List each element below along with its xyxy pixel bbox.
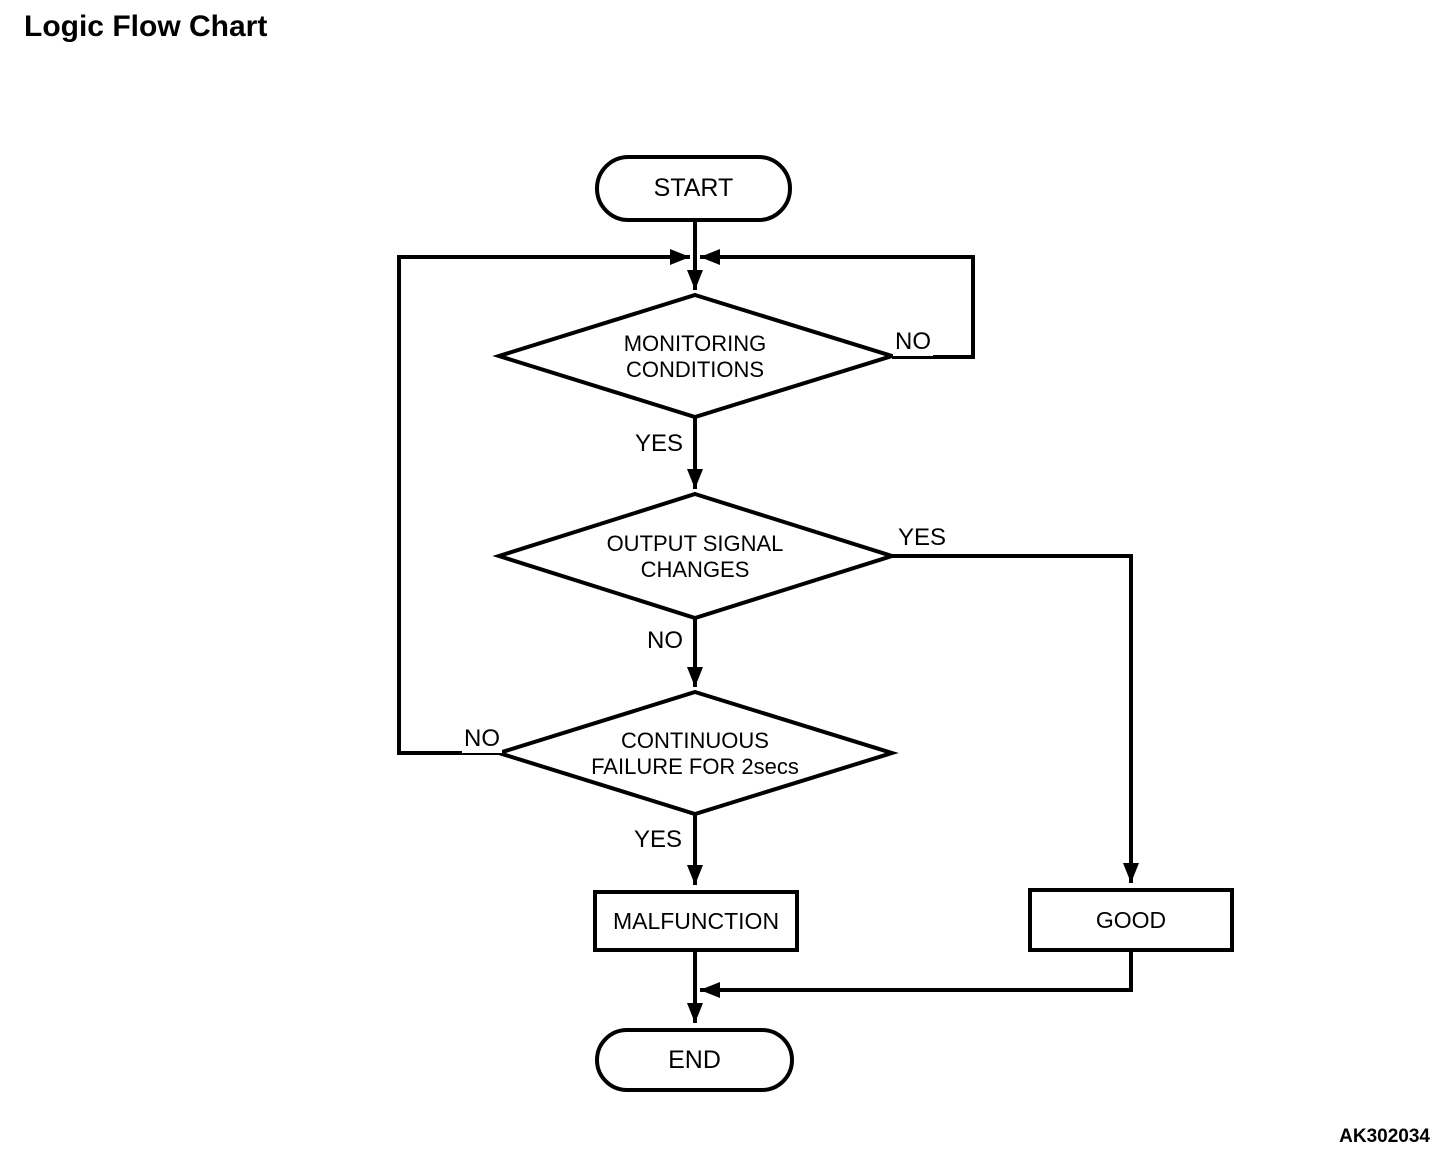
decision-monitoring-conditions-label: MONITORING CONDITIONS — [623, 331, 767, 382]
node-end-label: END — [668, 1045, 721, 1074]
node-start-label: START — [653, 174, 734, 202]
edge-label-output-yes: YES — [895, 524, 949, 552]
edge-label-continuous-no: NO — [462, 725, 502, 753]
node-malfunction: MALFUNCTION — [593, 890, 799, 952]
edge-label-continuous-yes: YES — [631, 826, 685, 854]
edge-output-yes — [892, 554, 1139, 883]
node-good-label: GOOD — [1095, 906, 1167, 933]
decision-continuous-failure — [492, 689, 899, 817]
node-malfunction-label: MALFUNCTION — [612, 907, 780, 934]
decision-continuous-failure-label: CONTINUOUS FAILURE FOR 2secs — [591, 728, 799, 779]
decision-monitoring-conditions — [492, 292, 899, 420]
edge-label-monitoring-yes: YES — [632, 430, 686, 458]
node-end: END — [595, 1028, 794, 1092]
node-good: GOOD — [1028, 888, 1234, 952]
node-start: START — [595, 155, 792, 222]
decision-output-signal-changes-label: OUTPUT SIGNAL CHANGES — [606, 531, 784, 582]
edge-monitoring-no-loop — [700, 249, 975, 359]
figure-code: AK302034 — [1339, 1126, 1430, 1147]
edge-continuous-no-loop — [397, 249, 690, 755]
decision-output-signal-changes — [492, 491, 899, 621]
page-title: Logic Flow Chart — [24, 10, 268, 43]
edge-good-to-end — [700, 952, 1133, 998]
edge-label-monitoring-no: NO — [893, 328, 933, 356]
edge-label-output-no: NO — [645, 627, 685, 655]
